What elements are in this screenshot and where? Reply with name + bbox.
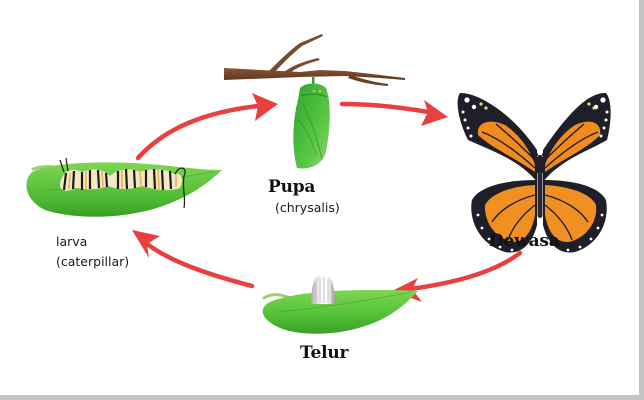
branch-icon	[224, 34, 405, 86]
arrow-dewasa-to-telur	[392, 250, 523, 302]
stage-sublabel-pupa: (chrysalis)	[275, 200, 340, 215]
stage-label-telur: Telur	[300, 343, 349, 363]
caterpillar-icon	[59, 157, 186, 209]
stage-sublabel-larva: (caterpillar)	[56, 254, 130, 269]
arrow-larva-to-pupa	[135, 93, 278, 161]
chrysalis-icon	[293, 77, 330, 169]
butterfly-icon	[457, 92, 611, 253]
caterpillar-on-leaf-icon	[26, 157, 222, 217]
arrow-telur-to-larva	[132, 230, 255, 289]
life-cycle-diagram	[26, 34, 611, 334]
stage-label-dewasa: Dewasa	[489, 231, 560, 251]
stage-label-pupa: Pupa	[268, 177, 316, 197]
egg-on-leaf-icon	[262, 274, 418, 334]
egg-icon	[311, 274, 335, 304]
stage-label-larva: larva	[56, 234, 88, 249]
diagram-canvas: Pupa (chrysalis) Dewasa Telur larva (cat…	[0, 0, 639, 395]
arrow-pupa-to-dewasa	[339, 100, 448, 126]
